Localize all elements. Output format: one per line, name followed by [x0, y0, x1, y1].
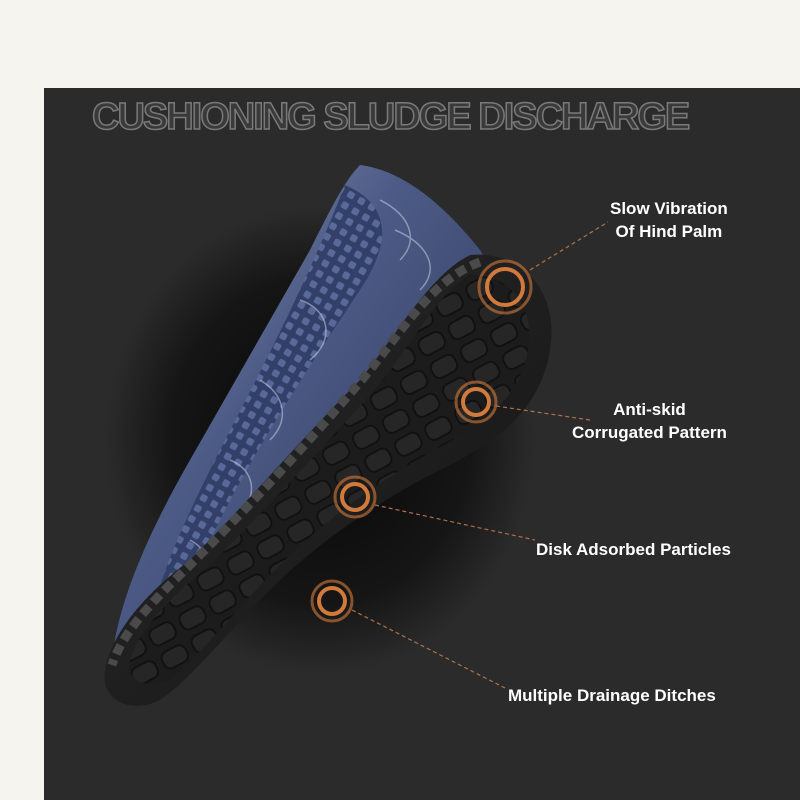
sole-tread — [129, 275, 530, 684]
leader-line-2 — [495, 405, 591, 421]
callout-1-line-1: Slow Vibration — [610, 199, 728, 218]
leader-line-3 — [374, 504, 536, 541]
callout-4-line-1: Multiple Drainage Ditches — [508, 686, 716, 705]
callout-2-line-1: Anti-skid — [613, 400, 686, 419]
callout-leaders — [351, 221, 609, 689]
shoe-mesh-panel — [150, 185, 383, 640]
callout-marker-1 — [477, 259, 533, 315]
callout-drainage-ditches: Multiple Drainage Ditches — [508, 684, 716, 707]
leader-line-1 — [529, 221, 609, 271]
callout-anti-skid: Anti-skid Corrugated Pattern — [572, 398, 727, 444]
leader-line-4 — [351, 609, 506, 689]
callout-1-line-2: Of Hind Palm — [615, 222, 723, 241]
sole-welt — [107, 257, 482, 667]
callout-disk-adsorbed: Disk Adsorbed Particles — [536, 538, 731, 561]
callout-slow-vibration: Slow Vibration Of Hind Palm — [610, 197, 728, 243]
callout-marker-4 — [310, 579, 354, 623]
callout-marker-2 — [454, 380, 498, 424]
callout-2-line-2: Corrugated Pattern — [572, 423, 727, 442]
callout-3-line-1: Disk Adsorbed Particles — [536, 540, 731, 559]
headline: CUSHIONING SLUDGE DISCHARGE — [91, 95, 691, 139]
callout-marker-3 — [333, 475, 377, 519]
